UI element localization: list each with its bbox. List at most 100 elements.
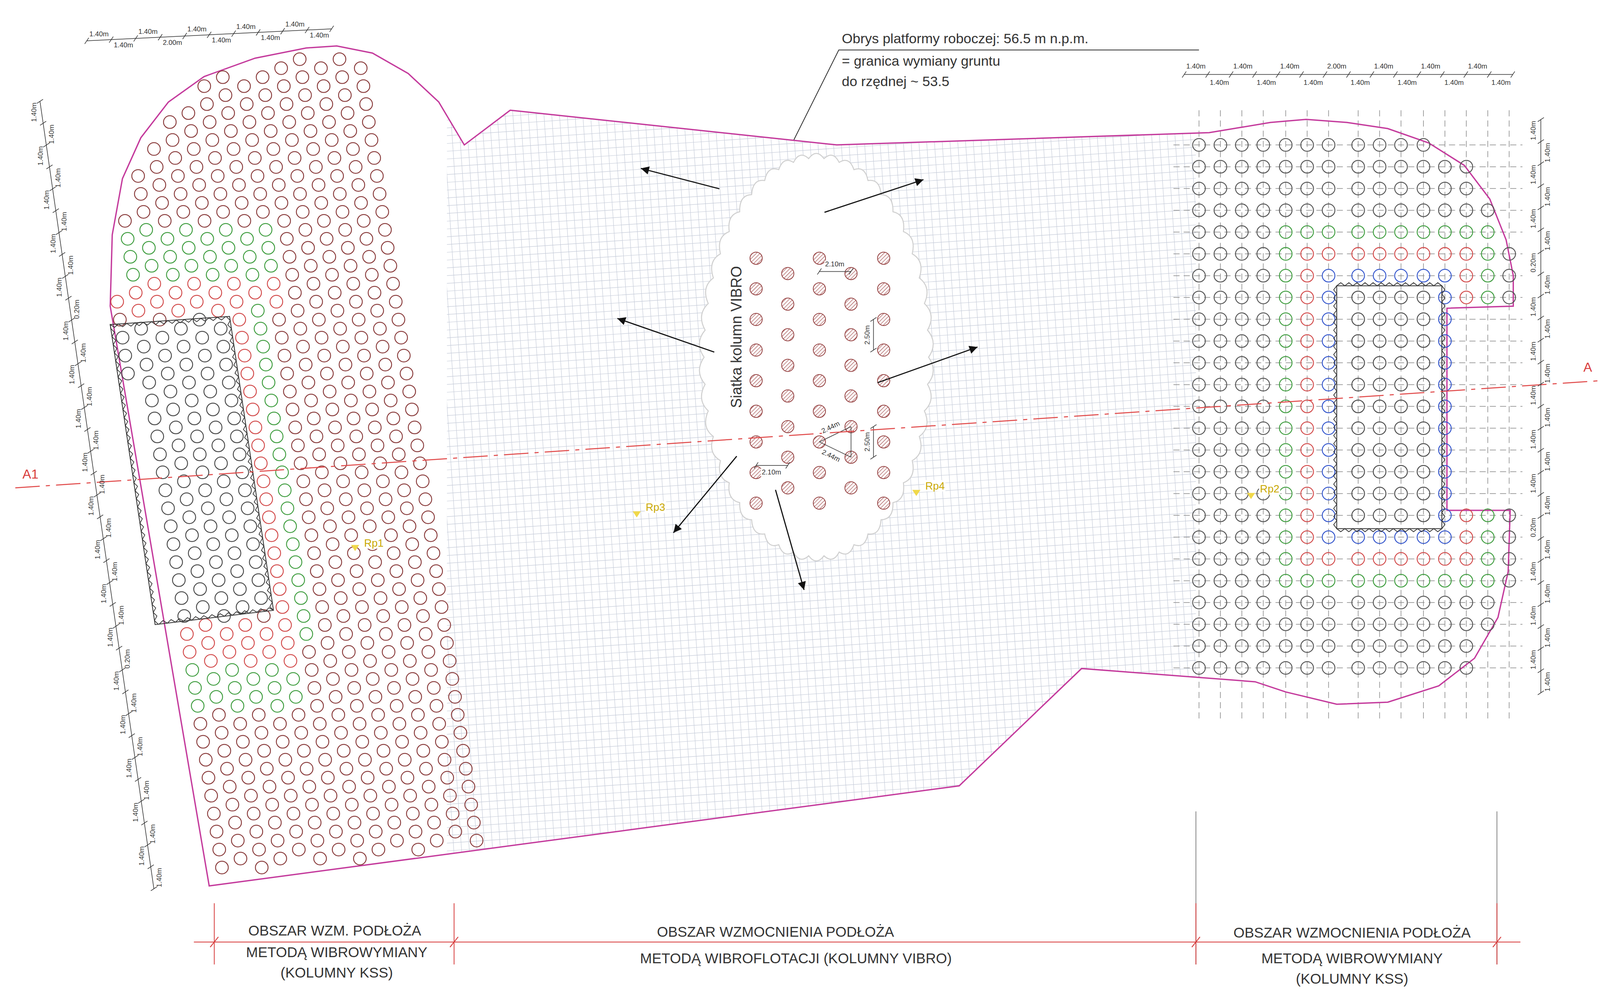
vibro-columns — [750, 252, 890, 509]
vibro-columns — [813, 343, 826, 357]
kss-columns-left — [292, 573, 305, 587]
kss-columns-left — [324, 789, 337, 802]
kss-columns-left — [230, 429, 244, 443]
mesh-line — [1073, 0, 1184, 991]
kss-columns-left — [323, 654, 337, 667]
kss-columns-left — [277, 79, 290, 93]
column-axis-grid — [1173, 667, 1523, 669]
kss-columns-right — [1352, 421, 1365, 435]
kss-columns-right — [1235, 574, 1249, 587]
kss-columns-left — [310, 564, 324, 578]
kss-columns-right — [1214, 443, 1227, 456]
kss-columns-left — [288, 420, 302, 434]
kss-columns-left — [341, 106, 355, 120]
kss-columns-left — [283, 250, 296, 264]
mesh-line — [493, 0, 604, 991]
kss-columns-left — [238, 483, 252, 497]
kss-columns-right — [1394, 552, 1408, 565]
mesh-line — [447, 13, 1196, 165]
kss-columns-left — [205, 133, 219, 147]
kss-columns-left — [183, 645, 196, 658]
kss-columns-left — [309, 160, 323, 174]
dimension-chains — [1537, 382, 1544, 387]
kss-columns-left — [398, 753, 412, 766]
mesh-line — [447, 725, 1196, 877]
mesh-line — [447, 601, 1196, 753]
kss-columns-left — [218, 744, 231, 757]
kss-columns-right — [1438, 247, 1452, 261]
kss-columns-left — [236, 600, 249, 614]
kss-columns-left — [307, 546, 321, 560]
kss-columns-right — [1322, 530, 1335, 544]
kss-columns-left — [277, 214, 291, 228]
column-axis-grid — [1422, 110, 1424, 720]
kss-columns-left — [163, 385, 177, 398]
mesh-line — [447, 871, 1196, 991]
kss-columns-left — [421, 510, 435, 524]
kss-columns-left — [172, 573, 186, 587]
kss-columns-left — [299, 492, 313, 506]
dimension-label: 1.40m — [211, 36, 231, 45]
kss-columns-left — [208, 286, 222, 299]
kss-columns-left — [327, 807, 340, 820]
kss-columns-left — [314, 196, 328, 210]
column-axis-grid — [1173, 231, 1523, 233]
dimension-label: 1.40m — [1186, 62, 1206, 71]
kss-columns-right — [1417, 421, 1430, 435]
kss-columns-left — [339, 492, 352, 506]
mesh-line — [447, 818, 1196, 970]
kss-columns-right — [1438, 334, 1452, 348]
kss-columns-right — [1352, 617, 1365, 631]
kss-columns-left — [148, 411, 162, 425]
kss-columns-left — [132, 304, 145, 317]
vibro-columns — [781, 297, 794, 310]
kss-columns-left — [267, 277, 281, 290]
kss-columns-left — [281, 636, 295, 649]
mesh-line — [447, 663, 1196, 815]
kss-columns-right — [1373, 312, 1386, 326]
mesh-line — [447, 902, 1196, 991]
kss-columns-right — [1394, 639, 1408, 653]
kss-columns-right — [1235, 203, 1249, 217]
kss-columns-left — [347, 411, 360, 425]
vibro-columns — [750, 466, 763, 479]
kss-columns-right — [1394, 400, 1408, 413]
kss-columns-left — [398, 618, 411, 631]
mesh-line — [501, 0, 612, 991]
dimension-chains — [65, 296, 72, 301]
kss-columns-left — [411, 573, 424, 587]
kss-columns-left — [336, 474, 350, 488]
kss-columns-left — [419, 762, 433, 775]
kss-columns-right — [1417, 312, 1430, 326]
kss-columns-left — [285, 268, 299, 282]
mesh-line — [447, 0, 1196, 80]
kss-columns-right — [1322, 269, 1335, 282]
column-axis-grid — [1328, 110, 1330, 720]
grid-dimension-lines — [819, 271, 852, 273]
kss-columns-right — [1279, 334, 1293, 348]
kss-columns-left — [253, 187, 267, 201]
kss-columns-right — [1460, 617, 1473, 631]
kss-columns-right — [1373, 182, 1386, 195]
kss-columns-left — [357, 349, 371, 362]
kss-columns-left — [376, 474, 390, 488]
kss-columns-right — [1192, 334, 1206, 348]
kss-columns-left — [199, 483, 212, 497]
kss-columns-left — [216, 340, 230, 353]
kss-columns-right — [1417, 291, 1430, 304]
grid-dimension-lines — [756, 464, 788, 466]
kss-columns-left — [225, 663, 239, 677]
kss-columns-left — [185, 663, 199, 677]
dimension-label: 1.40m — [1529, 121, 1538, 141]
vibro-columns — [813, 466, 826, 479]
kss-columns-left — [291, 304, 304, 317]
dimension-label: 1.40m — [92, 430, 100, 450]
kss-columns-right — [1394, 421, 1408, 435]
kss-columns-left — [231, 834, 245, 847]
kss-columns-right — [1256, 356, 1270, 370]
mesh-line — [447, 949, 1196, 991]
kss-columns-left — [305, 663, 319, 677]
kss-columns-left — [265, 528, 278, 542]
dimension-chains — [158, 34, 163, 41]
dimension-label: 0.20m — [123, 649, 132, 669]
